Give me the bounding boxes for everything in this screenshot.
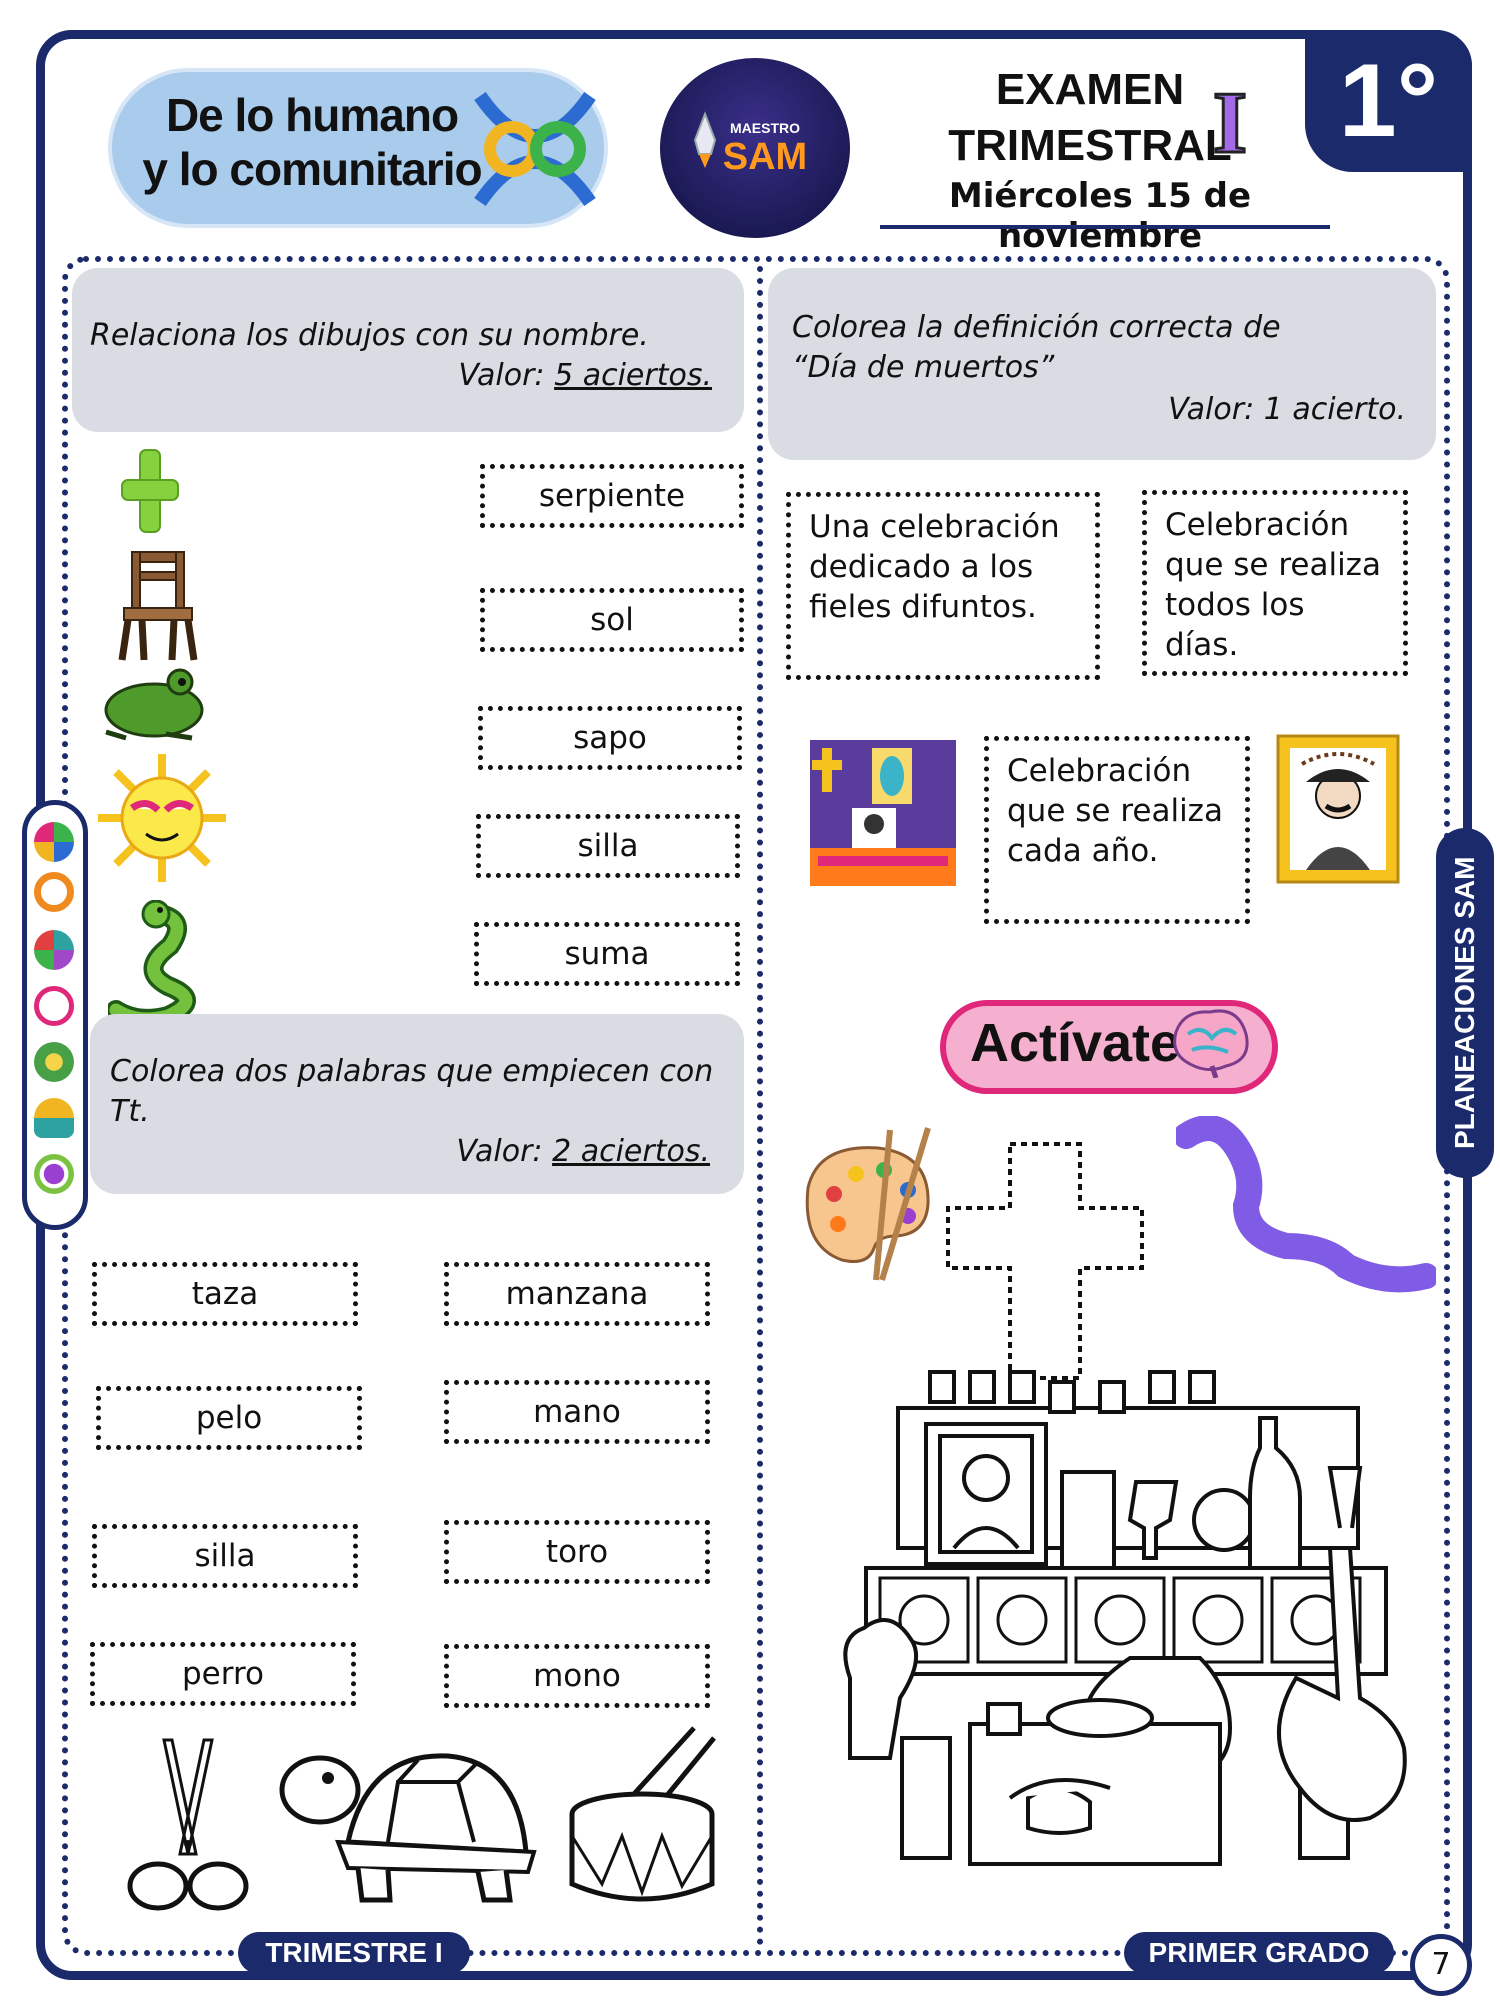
section1-valor: Valor: 5 aciertos. <box>90 358 712 393</box>
column-divider <box>757 266 763 1946</box>
section3-instruction-line-1: Colorea la definición correcta de <box>792 310 1281 345</box>
logo-big-text: SAM <box>722 136 808 178</box>
subject-title: De lo humano y lo comunitario <box>132 88 492 196</box>
section3-instruction-box <box>768 268 1436 460</box>
definition-option-3[interactable]: Celebración que se realiza cada año. <box>984 736 1250 924</box>
activate-label: Actívate <box>969 1013 1181 1073</box>
logo-small-text: MAESTRO <box>730 120 800 136</box>
field-icon-1 <box>34 822 74 862</box>
subject-emblem-icon <box>474 91 596 207</box>
field-icon-4 <box>34 986 74 1026</box>
altar-picture-icon <box>810 740 956 886</box>
date-underline <box>880 225 1330 229</box>
subject-line-2: y lo comunitario <box>142 143 482 195</box>
match-word-4[interactable]: silla <box>476 814 740 878</box>
exam-title-line-1: EXAMEN <box>995 65 1185 114</box>
purple-scribble-icon <box>1176 1116 1436 1293</box>
subject-pill <box>108 68 608 228</box>
drum-icon <box>569 1726 716 1902</box>
exam-title-line-2: TRIMESTRAL <box>948 121 1232 170</box>
section3-valor: Valor: 1 acierto. <box>1168 392 1406 427</box>
tt-word-left-3[interactable]: silla <box>92 1524 358 1588</box>
field-icon-7 <box>34 1154 74 1194</box>
section1-valor-value: 5 aciertos. <box>554 358 712 393</box>
tt-word-left-2[interactable]: pelo <box>96 1386 362 1450</box>
section2-instruction: Colorea dos palabras que empiecen con Tt… <box>110 1054 714 1129</box>
match-word-1[interactable]: serpiente <box>480 464 744 528</box>
snake-icon <box>108 900 196 1024</box>
right-brand-strip <box>1436 828 1494 1178</box>
altar-coloring-drawing <box>843 1142 1407 1866</box>
trimester-numeral: I <box>1211 75 1248 172</box>
field-icon-6 <box>34 1098 74 1138</box>
brain-icon <box>1173 1009 1249 1078</box>
tt-word-left-4[interactable]: perro <box>90 1642 356 1706</box>
portrait-picture-icon <box>1276 734 1400 884</box>
footer-trimester-label: TRIMESTRE I <box>238 1932 470 1974</box>
definition-option-1[interactable]: Una celebración dedicado a los fieles di… <box>786 492 1100 680</box>
subject-line-1: De lo humano <box>165 89 459 141</box>
section3-instruction-line-2: “Día de muertos” <box>792 350 1055 385</box>
definition-option-2[interactable]: Celebración que se realiza todos los día… <box>1142 490 1408 676</box>
chair-icon <box>118 551 198 661</box>
plus-icon <box>121 449 179 533</box>
section1-instruction-box <box>72 268 744 432</box>
section2-valor-label: Valor: <box>456 1134 543 1169</box>
field-icon-5 <box>34 1042 74 1082</box>
section2-valor: Valor: 2 aciertos. <box>110 1134 710 1169</box>
field-icon-3 <box>34 930 74 970</box>
rocket-icon <box>693 111 717 168</box>
footer-grade-label: PRIMER GRADO <box>1124 1932 1394 1974</box>
paint-palette-icon <box>805 1127 931 1281</box>
section1-valor-label: Valor: <box>458 358 545 393</box>
exam-title: EXAMEN TRIMESTRAL <box>940 62 1240 174</box>
section2-instruction-box <box>90 1014 744 1194</box>
section2-valor-value: 2 aciertos. <box>552 1134 710 1169</box>
tt-word-right-1[interactable]: manzana <box>444 1262 710 1326</box>
sun-icon <box>98 754 226 882</box>
frog-icon <box>104 668 204 741</box>
maestro-sam-logo <box>660 58 850 238</box>
tt-word-right-3[interactable]: toro <box>444 1520 710 1584</box>
match-word-2[interactable]: sol <box>480 588 744 652</box>
scissors-icon <box>127 1738 249 1911</box>
page-number: 7 <box>1410 1934 1472 1996</box>
right-brand-label: PLANEACIONES SAM <box>1449 856 1480 1150</box>
tt-word-left-1[interactable]: taza <box>92 1262 358 1326</box>
tt-word-right-4[interactable]: mono <box>444 1644 710 1708</box>
grade-badge: 1° <box>1305 30 1472 172</box>
exam-date: Miércoles 15 de noviembre <box>948 176 1252 256</box>
turtle-icon <box>279 1753 537 1903</box>
field-icon-2 <box>34 872 74 912</box>
tt-word-right-2[interactable]: mano <box>444 1380 710 1444</box>
match-word-3[interactable]: sapo <box>478 706 742 770</box>
section1-instruction: Relaciona los dibujos con su nombre. <box>90 318 649 353</box>
match-word-5[interactable]: suma <box>474 922 740 986</box>
